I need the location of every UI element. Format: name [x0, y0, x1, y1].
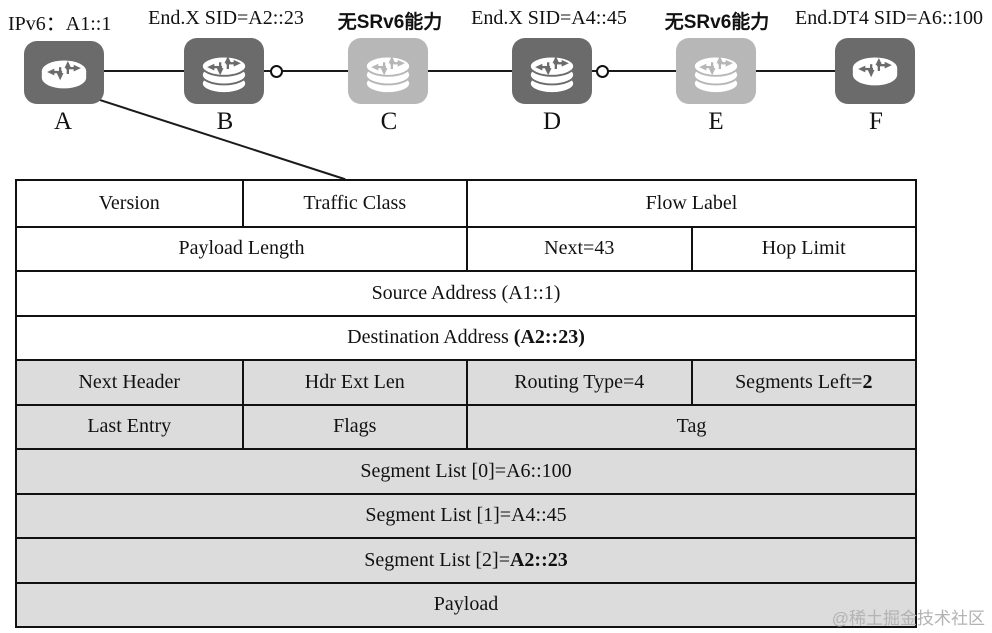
- field-last-entry: Last Entry: [87, 415, 172, 438]
- packet-row: Version Traffic Class Flow Label: [17, 181, 915, 226]
- label-no-srv6-capability-c: 无SRv6能力: [337, 12, 443, 33]
- juejin-watermark: @稀土掘金技术社区: [831, 609, 985, 628]
- packet-row: Source Address (A1::1): [17, 270, 915, 315]
- field-traffic-class: Traffic Class: [241, 181, 467, 226]
- router-b-label: B: [216, 108, 234, 135]
- router-icon: [32, 46, 96, 100]
- field-segment-list-1: Segment List [1]=A4::45: [365, 504, 567, 527]
- field-segment-list-0: Segment List [0]=A6::100: [360, 459, 572, 482]
- field-payload-length: Payload Length: [178, 237, 305, 260]
- packet-row: Last Entry Flags Tag: [17, 403, 915, 448]
- router-b: [184, 38, 264, 104]
- packet-row: Segment List [2]=A2::23: [17, 537, 915, 582]
- link-node-circle-bc: [270, 65, 283, 78]
- router-d-label: D: [542, 108, 562, 135]
- field-hop-limit: Hop Limit: [690, 227, 916, 270]
- field-segments-left: Segments Left=2: [690, 361, 916, 404]
- label-enddt4-sid-a6-100: End.DT4 SID=A6::100: [795, 7, 983, 29]
- router-c: [348, 38, 428, 104]
- router-a-label: A: [53, 108, 73, 135]
- label-no-srv6-capability-e: 无SRv6能力: [664, 12, 770, 33]
- packet-row: Next Header Hdr Ext Len Routing Type=4 S…: [17, 359, 915, 404]
- link-node-circle-de: [596, 65, 609, 78]
- router-f: [835, 38, 915, 104]
- router-a: [24, 41, 104, 104]
- router-icon: [520, 43, 584, 97]
- field-next-43: Next=43: [466, 227, 691, 270]
- field-segment-list-2: Segment List [2]=A2::23: [364, 548, 568, 571]
- field-payload: Payload: [433, 593, 499, 616]
- field-destination-address: Destination Address (A2::23): [347, 326, 585, 349]
- router-e-label: E: [708, 108, 724, 135]
- label-endx-sid-a2-23: End.X SID=A2::23: [148, 7, 304, 29]
- router-icon: [356, 43, 420, 97]
- router-c-label: C: [380, 108, 398, 135]
- packet-row: Payload: [17, 581, 915, 626]
- router-f-label: F: [869, 108, 883, 135]
- router-icon: [684, 43, 748, 97]
- ipv6-packet-table: Version Traffic Class Flow Label Payload…: [15, 179, 917, 628]
- packet-row: Destination Address (A2::23): [17, 314, 915, 360]
- topology-link-line: [60, 70, 880, 72]
- field-next-header: Next Header: [78, 370, 181, 393]
- field-flow-label: Flow Label: [466, 181, 915, 226]
- router-icon: [843, 43, 907, 97]
- field-hdr-ext-len: Hdr Ext Len: [241, 361, 467, 404]
- label-endx-sid-a4-45: End.X SID=A4::45: [471, 7, 627, 29]
- field-version: Version: [98, 191, 160, 214]
- packet-row: Payload Length Next=43 Hop Limit: [17, 225, 916, 270]
- packet-row: Segment List [1]=A4::45: [17, 492, 915, 537]
- router-e: [676, 38, 756, 104]
- field-source-address: Source Address (A1::1): [371, 281, 561, 304]
- label-ipv6-source-a1: IPv6：A1::1: [8, 13, 112, 35]
- packet-row: Segment List [0]=A6::100: [17, 448, 915, 493]
- field-tag: Tag: [466, 405, 915, 448]
- field-flags: Flags: [241, 405, 467, 448]
- router-d: [512, 38, 592, 104]
- router-icon: [192, 43, 256, 97]
- field-routing-type: Routing Type=4: [466, 361, 691, 404]
